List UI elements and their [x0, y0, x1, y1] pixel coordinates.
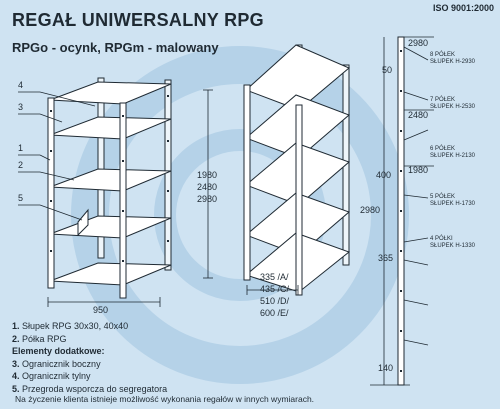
callout-3: 3 [18, 102, 24, 112]
height-label-2980: 2980 [197, 194, 218, 204]
component-legend: 1. Słupek RPG 30x30, 40x40 2. Półka RPG … [12, 320, 167, 395]
depth-label: 335 /A/ [260, 272, 289, 282]
depth-label: 435 /C/ [260, 284, 290, 294]
post-mark-2980: 2980 [408, 38, 429, 48]
callout-1: 1 [18, 143, 24, 153]
height-label-2480: 2480 [197, 182, 218, 192]
height-label-1980: 1980 [197, 170, 218, 180]
back-right-post [164, 79, 172, 271]
shelf-board [49, 168, 172, 192]
shelf-board [49, 116, 172, 140]
post-mark-50: 50 [382, 65, 393, 75]
legend-item: 1. Słupek RPG 30x30, 40x40 [12, 321, 129, 331]
post-mark-2480: 2480 [408, 110, 429, 120]
iso-badge: ISO 9001:2000 [432, 3, 494, 13]
binder-divider [77, 208, 89, 237]
depth-label: 510 /D/ [260, 296, 290, 306]
depth-label: 600 /E/ [260, 308, 289, 318]
callout-5: 5 [18, 193, 24, 203]
post-mark-400: 400 [376, 170, 392, 180]
legend-item: 3. Ogranicznik boczny [12, 358, 101, 369]
width-label: 950 [93, 305, 109, 315]
shelf-board [49, 262, 172, 286]
callout-4: 4 [18, 80, 24, 90]
footer-note: Na życzenie klienta istnieje możliwość w… [15, 394, 315, 404]
legend-item: 2. Półka RPG [12, 333, 67, 344]
post-mark-1980: 1980 [408, 165, 429, 175]
legend-extras-title: Elementy dodatkowe: [12, 346, 105, 356]
page-subtitle: RPGo - ocynk, RPGm - malowany [12, 40, 219, 55]
front-right-post [119, 102, 127, 299]
post-total-height: 2980 [360, 205, 381, 215]
legend-item: 4. Ogranicznik tylny [12, 371, 91, 381]
front-left-post [47, 97, 55, 289]
callout-2: 2 [18, 160, 24, 170]
post-mark-140: 140 [378, 363, 394, 373]
shelf-board [49, 81, 172, 105]
legend-item: 5. Przegroda wsporcza do segregatora [12, 383, 168, 394]
page-title: REGAŁ UNIWERSALNY RPG [12, 10, 264, 30]
back-left-post [97, 77, 105, 259]
post-mark-365: 365 [378, 253, 394, 263]
